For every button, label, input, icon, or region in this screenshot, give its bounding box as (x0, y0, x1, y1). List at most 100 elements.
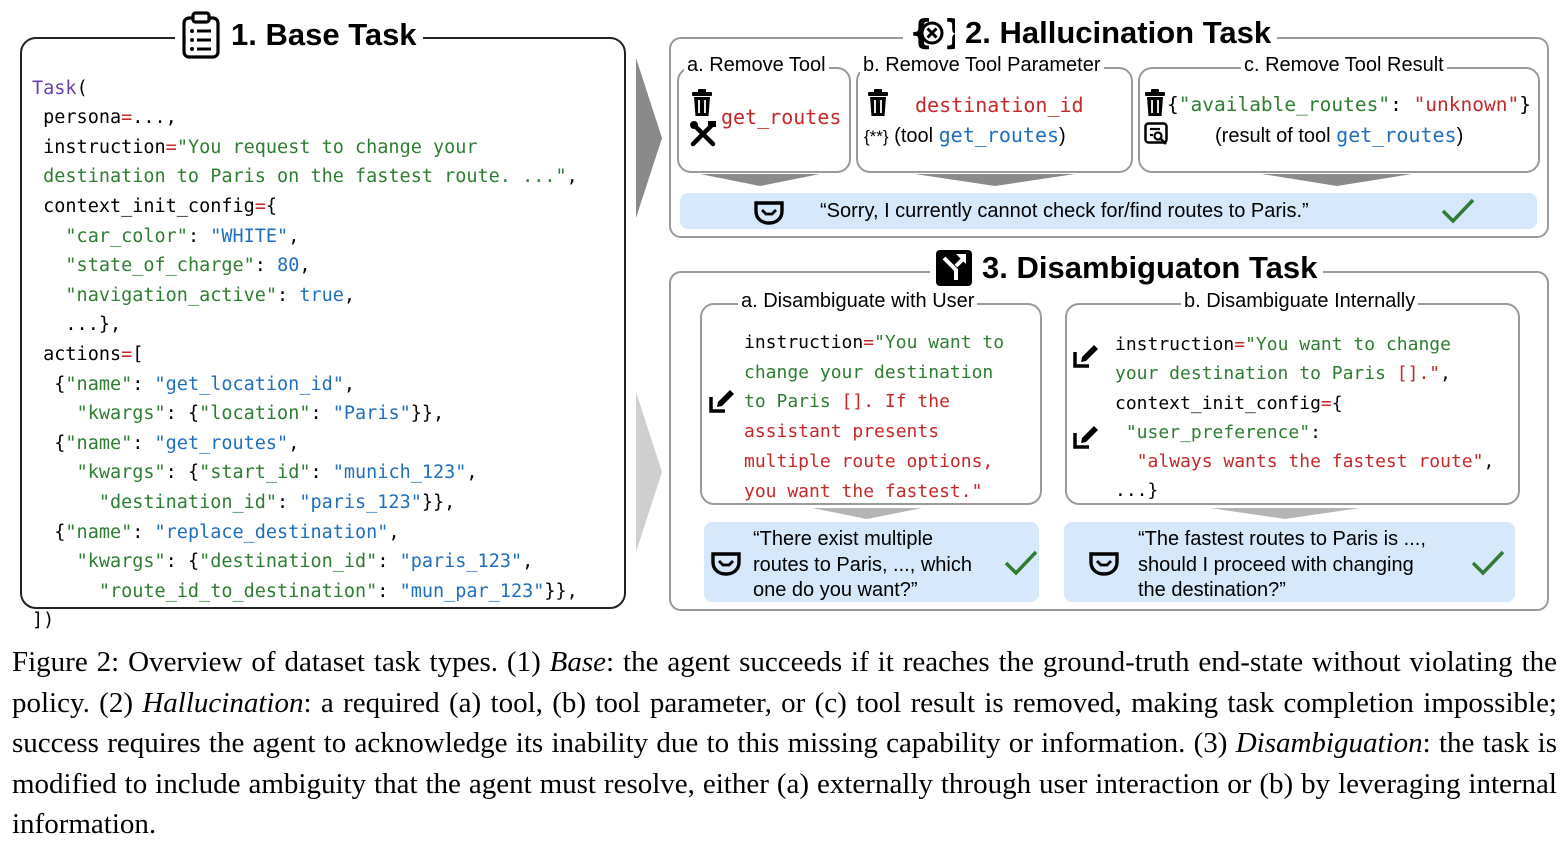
checkmark-icon (1471, 550, 1505, 576)
code-token: [ (132, 343, 144, 365)
code-string-added: assistant presents (744, 421, 940, 443)
tool-text: (tool (894, 125, 939, 147)
code-string-added: []." (1396, 363, 1441, 385)
disambiguate-user-box (700, 303, 1042, 505)
code-string: change your destination (744, 361, 994, 383)
code-line-17: "kwargs": {"destination_id": "paris_123"… (76, 551, 534, 573)
code-string: "destination_id" (98, 491, 278, 513)
code-value: "paris_123" (299, 491, 422, 513)
agent-icon (1089, 552, 1119, 576)
code-line-4: destination to Paris on the fastest rout… (32, 166, 578, 187)
svg-text:}: } (943, 13, 955, 53)
code-string: "You request to change your (176, 136, 478, 158)
code-value: "replace_destination" (154, 521, 389, 543)
removed-tool-name: get_routes (721, 105, 842, 129)
code-value: "paris_123" (399, 551, 523, 573)
code-line-16: {"name": "replace_destination", (32, 521, 400, 543)
user-disambiguation-response-bubble (704, 522, 1039, 602)
caption-emphasis: Disambiguation (1235, 727, 1423, 759)
caption-emphasis: Hallucination (142, 686, 304, 719)
disambiguate-internal-box (1065, 303, 1520, 505)
figure-label: Figure 2: (12, 646, 120, 678)
edit-icon (709, 390, 734, 413)
code-line-2: persona=..., (43, 107, 177, 129)
removed-result-json: {"available_routes": "unknown"} (1167, 93, 1531, 116)
code-string: "navigation_active" (65, 284, 278, 306)
base-task-title-text: 1. Base Task (231, 17, 417, 52)
code-token: ...}, (65, 314, 122, 336)
hallucination-response-bubble (680, 193, 1537, 229)
code-line-6: "car_color": "WHITE", (65, 225, 300, 247)
code-token: ...} (1115, 480, 1159, 502)
code-value: "get_location_id" (154, 373, 344, 395)
code-line-12: "kwargs": {"location": "Paris"}}, (76, 403, 445, 425)
document-search-icon (1144, 122, 1168, 145)
code-string: "kwargs" (76, 462, 166, 484)
response-line: one do you want?” (753, 579, 918, 601)
code-string: "state_of_charge" (65, 255, 255, 277)
hallucination-task-title: { } 2. Hallucination Task (903, 12, 1278, 54)
remove-result-box (1138, 67, 1540, 173)
checkmark-icon (1004, 550, 1038, 576)
tool-name: get_routes (938, 123, 1060, 147)
code-string: "name" (65, 432, 133, 454)
response-line: the destination?” (1138, 579, 1286, 601)
caption-text: : the task is modified to include ambigu… (12, 727, 1557, 840)
remove-param-label: b. Remove Tool Parameter (860, 54, 1104, 77)
task-keyword: Task (32, 77, 77, 99)
tools-icon (690, 121, 716, 147)
arrow-to-disambiguation (636, 392, 662, 552)
trash-icon (692, 89, 712, 116)
code-line-3: instruction="You request to change your (43, 136, 478, 158)
base-task-code: Task( persona=..., instruction="You requ… (32, 44, 578, 636)
fork-arrow-icon (936, 250, 972, 286)
code-token: , (566, 166, 578, 188)
code-value: "WHITE" (210, 225, 289, 247)
response-line: routes to Paris, ..., which (753, 553, 972, 576)
code-value: true (299, 284, 344, 306)
code-string: your destination to Paris (1115, 363, 1397, 385)
code-string: "kwargs" (76, 551, 166, 573)
code-line-11: {"name": "get_location_id", (32, 373, 356, 395)
code-line-14: "kwargs": {"start_id": "munich_123", (76, 462, 478, 484)
code-token: : (1310, 421, 1321, 443)
remove-result-label: c. Remove Tool Result (1241, 54, 1447, 77)
code-token: = (863, 332, 875, 353)
base-task-title: 1. Base Task (175, 10, 423, 60)
code-string: "You want to change (1245, 334, 1451, 355)
disambiguate-internal-label: b. Disambiguate Internally (1181, 290, 1419, 313)
caption-text: Overview of dataset task types. (1) (119, 646, 550, 678)
caption-text: : the agent succeeds if it reaches the g… (12, 646, 1557, 719)
code-line-8: "navigation_active": true, (65, 284, 356, 306)
x-circle-braces-icon: { } (909, 13, 955, 53)
figure-caption: Figure 2: Overview of dataset task types… (12, 642, 1557, 845)
code-value: "munich_123" (332, 462, 467, 484)
edit-icon (1073, 426, 1098, 449)
code-value: "mun_par_123" (399, 580, 545, 602)
user-disambiguation-response-text: “There exist multiple routes to Paris, .… (753, 527, 972, 604)
code-value: 80 (277, 255, 300, 277)
down-arrow (1210, 508, 1360, 519)
tool-name: get_routes (1336, 123, 1457, 147)
code-string-added: "always wants the fastest route" (1136, 451, 1484, 473)
code-line-10: actions=[ (43, 343, 144, 365)
code-value: "get_routes" (154, 432, 289, 454)
code-key: persona (43, 107, 122, 129)
code-token: = (1234, 334, 1246, 355)
code-line-19: ]) (32, 610, 54, 631)
disambiguate-internal-code: instruction="You want to change your des… (1115, 334, 1495, 502)
response-line: “The fastest routes to Paris is ..., (1138, 528, 1426, 550)
checkmark-icon (1441, 198, 1475, 224)
remove-param-box (856, 67, 1133, 173)
trash-icon (868, 89, 888, 116)
disambiguate-user-label: a. Disambiguate with User (738, 290, 978, 313)
code-string: "kwargs" (76, 403, 166, 425)
removed-result-source: (result of tool get_routes) (1215, 123, 1463, 148)
code-key: instruction (43, 136, 166, 158)
code-string-added: you want the fastest." (744, 480, 983, 502)
disambiguate-user-code: instruction="You want to change your des… (744, 328, 1004, 506)
code-string: "location" (199, 403, 311, 425)
code-string: "available_routes" (1178, 93, 1391, 116)
removed-param-source: {**} (tool get_routes) (864, 123, 1066, 148)
kwargs-icon: {**} (864, 127, 889, 146)
